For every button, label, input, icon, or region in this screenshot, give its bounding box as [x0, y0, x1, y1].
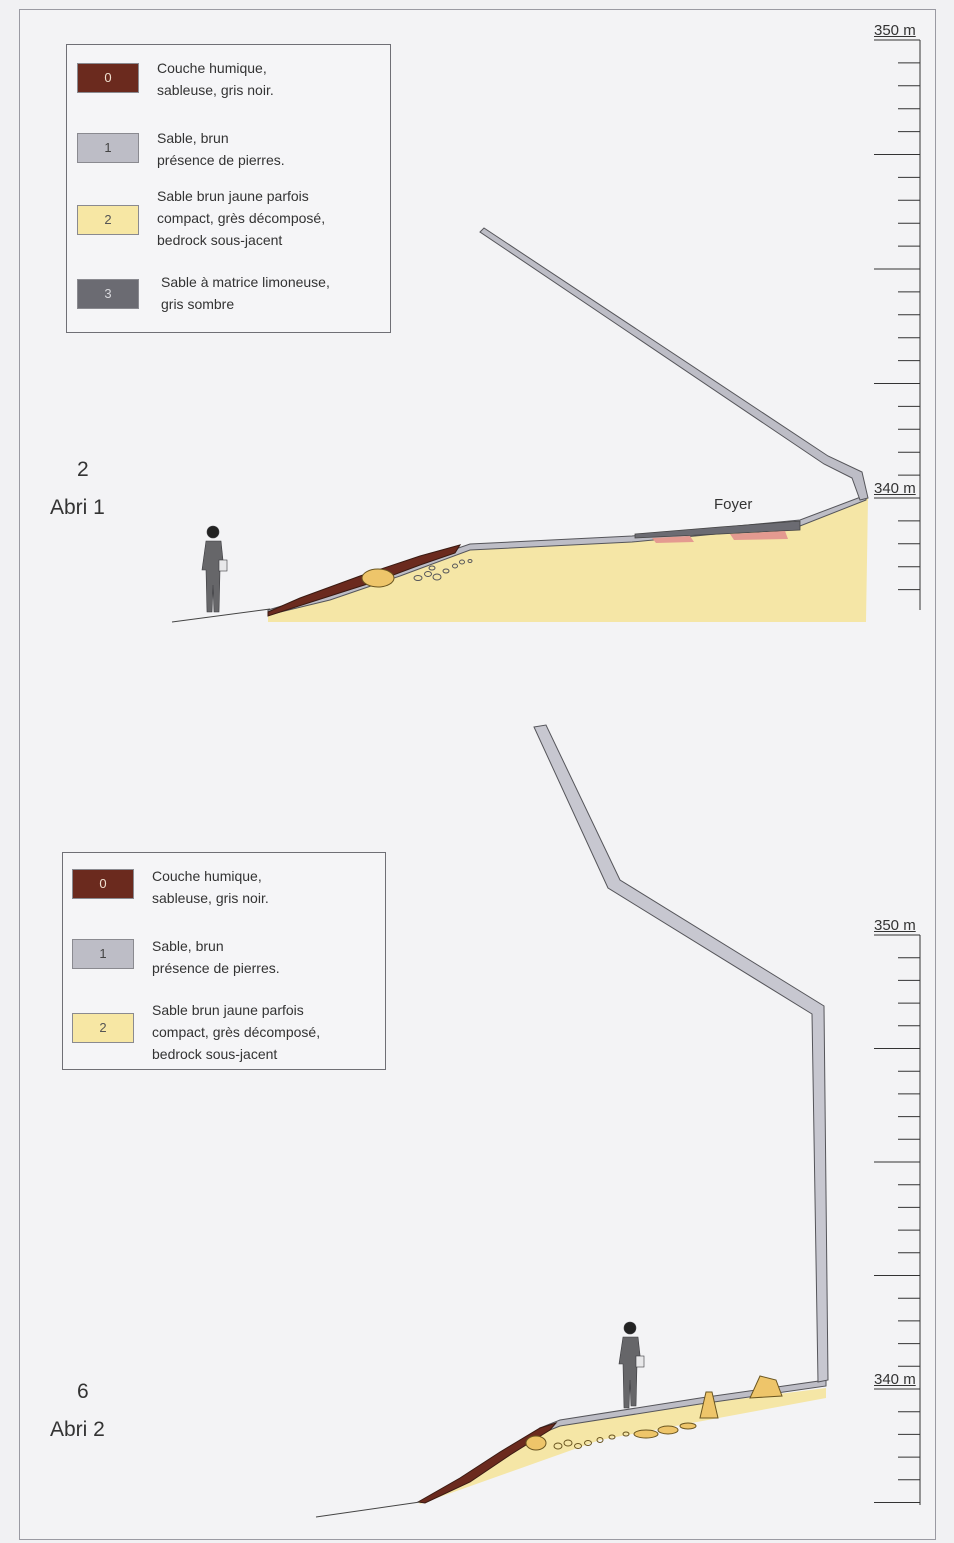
legend2-text-1: Sable, brun présence de pierres.: [152, 938, 280, 976]
legend-swatch-3: 3: [77, 279, 139, 309]
legend2-swatch-1: 1: [72, 939, 134, 969]
legend2-text-2: Sable brun jaune parfois compact, grès d…: [152, 1002, 321, 1062]
layer-3-abri-1: [634, 520, 801, 539]
legend-swatch-0: 0: [77, 63, 139, 93]
profile-number-1: 2: [77, 458, 89, 481]
profile-name-1: Abri 1: [50, 496, 105, 519]
layer-0-abri-2: [416, 1422, 558, 1504]
person-figure-abri-1: [201, 525, 228, 613]
legend-swatch-2: 2: [77, 205, 139, 235]
foyer-label: Foyer: [714, 496, 753, 513]
layer-2-abri-1: [268, 498, 868, 622]
stones-small-abri-2: [553, 1431, 630, 1450]
person-figure-abri-2: [618, 1321, 645, 1409]
hearth-lens-2: [730, 531, 788, 540]
legend-text-2: Sable brun jaune parfois compact, grès d…: [157, 188, 326, 248]
hearth-lens-1: [652, 536, 694, 543]
legend-text-3: Sable à matrice limoneuse, gris sombre: [161, 274, 330, 312]
ground-line-abri-1: [171, 608, 271, 623]
scale-top-label-1: 350 m: [874, 22, 916, 39]
scale-bottom-label-1: 340 m: [874, 480, 916, 497]
stones-abri-2: [525, 1375, 783, 1451]
scale-top-label-2: 350 m: [874, 917, 916, 934]
scale-bar-abri-1: [874, 39, 921, 610]
legend-abri-2: 0 Couche humique, sableuse, gris noir. 1…: [62, 852, 386, 1070]
scale-bottom-label-2: 340 m: [874, 1371, 916, 1388]
layer-2-abri-2: [418, 1388, 826, 1504]
cliff-wall-abri-2: [533, 724, 829, 1383]
profile-name-2: Abri 2: [50, 1418, 105, 1441]
stones-small-abri-1: [413, 559, 473, 581]
legend-swatch-1: 1: [77, 133, 139, 163]
profile-number-2: 6: [77, 1380, 89, 1403]
legend2-text-0: Couche humique, sableuse, gris noir.: [152, 868, 269, 906]
profile-abri-2: [315, 724, 921, 1518]
ground-line-abri-2: [315, 1501, 421, 1518]
legend-abri-1: 0 Couche humique, sableuse, gris noir. 1…: [66, 44, 391, 333]
legend-text-1: Sable, brun présence de pierres.: [157, 130, 285, 168]
stone-large-abri-1: [361, 568, 395, 588]
profile-abri-1: [171, 39, 921, 623]
legend2-swatch-0: 0: [72, 869, 134, 899]
legend2-swatch-2: 2: [72, 1013, 134, 1043]
legend-text-0: Couche humique, sableuse, gris noir.: [157, 60, 274, 98]
scale-bar-abri-2: [874, 934, 921, 1505]
overhang-abri-1: [479, 227, 869, 501]
